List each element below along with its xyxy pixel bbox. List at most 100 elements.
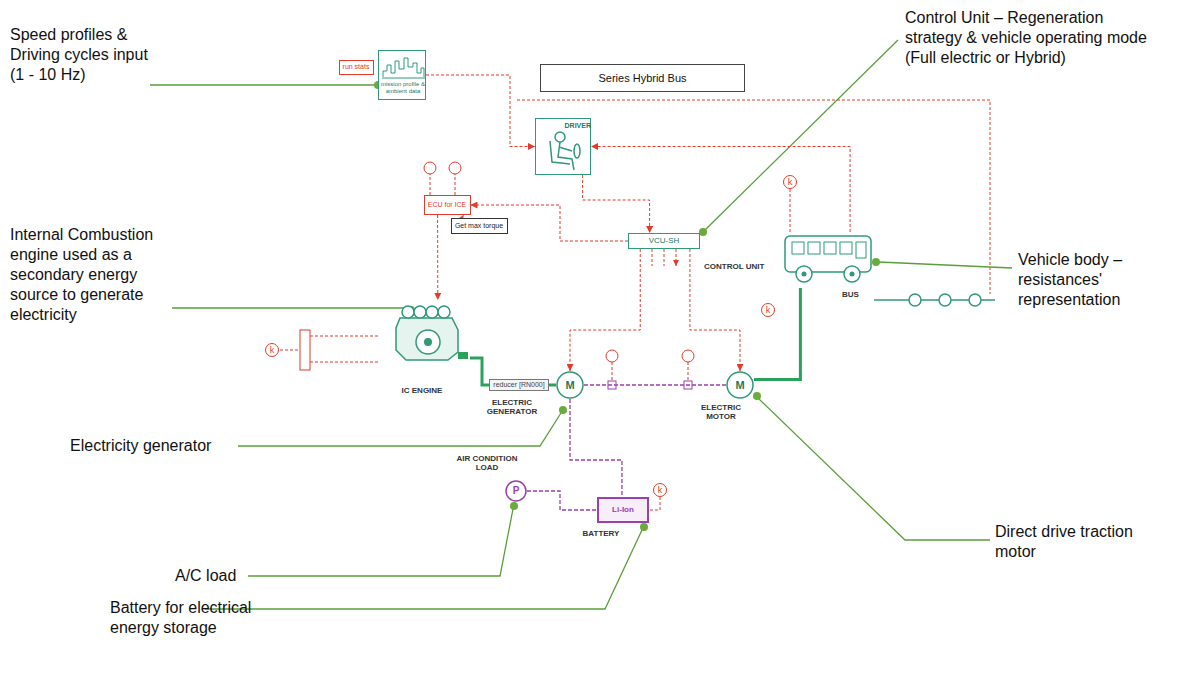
sensor-symbol xyxy=(300,162,694,370)
signal-wire xyxy=(652,249,676,266)
callout-leader xyxy=(150,84,375,85)
mech-connector xyxy=(549,384,556,387)
ic-engine-art xyxy=(438,306,450,318)
battery-box: Li-IonBATTERY xyxy=(597,497,649,523)
node-text: Get max torque xyxy=(455,222,503,230)
component-label: BUS xyxy=(842,290,872,299)
bus-body-art xyxy=(856,242,866,258)
ic-engine-art xyxy=(426,306,438,318)
ic-engine-art xyxy=(458,352,468,359)
node-text: Li-Ion xyxy=(612,505,634,514)
sensor-symbol xyxy=(449,162,461,174)
diagram-title: Series Hybrid Bus xyxy=(598,72,686,85)
ac-load-circle: PAIR CONDITION LOAD xyxy=(505,480,527,502)
bus-body-art xyxy=(796,266,812,282)
node-text: ECU for ICE xyxy=(428,201,467,209)
elec-connector xyxy=(584,384,726,385)
component-label: CONTROL UNIT xyxy=(704,262,776,271)
elec-connector xyxy=(527,491,597,510)
driver-box-art xyxy=(574,144,580,158)
ac-load-circle-art xyxy=(506,481,526,501)
title-box: Series Hybrid Bus xyxy=(540,64,745,92)
stats-box: run stats xyxy=(339,60,374,75)
driver-box-art xyxy=(550,141,574,170)
sig-connector xyxy=(426,75,535,147)
callout-dot xyxy=(699,228,707,236)
component-label: DRIVER xyxy=(561,122,591,130)
bus-body-art xyxy=(792,242,804,254)
callout-text: Control Unit – Regeneration strategy & v… xyxy=(905,8,1150,68)
node-text: P xyxy=(513,485,520,497)
vehicle-sensor-chain xyxy=(909,294,921,306)
signal-wire xyxy=(790,189,791,232)
callout-dot xyxy=(753,392,761,400)
callout-text: Speed profiles & Driving cycles input (1… xyxy=(10,25,150,85)
node-text: M xyxy=(735,379,744,392)
sig-connector xyxy=(591,147,850,233)
ecu-box: ECU for ICE xyxy=(424,195,471,215)
callout-text: A/C load xyxy=(175,566,255,586)
generator-circle: MELECTRIC GENERATOR xyxy=(556,371,584,399)
callout-text: Internal Combustion engine used as a sec… xyxy=(10,225,165,325)
sensor-symbol xyxy=(682,350,694,362)
vehicle-sensor-chain xyxy=(969,294,981,306)
callout-text: Direct drive traction motor xyxy=(995,522,1165,562)
bus-body-art xyxy=(844,266,860,282)
generator-circle-art xyxy=(557,372,583,398)
callout-text: Vehicle body – resistances' representati… xyxy=(1018,250,1168,310)
gain-symbol: k xyxy=(761,303,775,317)
callout-dot xyxy=(510,502,518,510)
callout-leader xyxy=(205,530,642,609)
vcu-box: VCU-SHCONTROL UNIT xyxy=(628,233,700,249)
mission-profile-box-art xyxy=(382,78,425,79)
bus-body: BUS xyxy=(782,232,874,288)
callout-leader xyxy=(238,413,561,446)
signal-wire xyxy=(430,174,431,195)
ic-engine-art xyxy=(402,306,414,318)
node-text: VCU-SH xyxy=(649,236,680,245)
node-text: run stats xyxy=(343,63,370,71)
signal-wire xyxy=(517,100,990,294)
bus-body-art xyxy=(840,242,852,254)
sensor-symbol xyxy=(606,350,618,362)
component-label: ELECTRIC MOTOR xyxy=(696,403,746,421)
sensor-symbol xyxy=(300,330,310,370)
mech-connector xyxy=(470,358,489,385)
callout-dot xyxy=(640,523,648,531)
node-text: M xyxy=(565,379,574,392)
ic-engine-art xyxy=(416,330,440,354)
callout-leader xyxy=(248,509,513,576)
signal-wire xyxy=(280,100,990,510)
sig-connector xyxy=(437,215,438,300)
signal-wire xyxy=(455,174,456,195)
sensor-symbol xyxy=(424,162,436,174)
component-label: AIR CONDITION LOAD xyxy=(447,454,527,472)
ic-engine: IC ENGINE xyxy=(378,300,470,370)
ic-engine-art xyxy=(424,338,432,346)
sig-connector xyxy=(583,175,650,233)
vehicle-sensor-chain xyxy=(939,294,951,306)
gain-symbol: k xyxy=(265,343,279,357)
component-label: IC ENGINE xyxy=(392,386,452,395)
signal-wire xyxy=(280,350,300,351)
max-torque-box: Get max torque xyxy=(451,218,508,234)
callout-leader xyxy=(172,307,408,308)
ic-engine-art xyxy=(396,318,458,360)
mission-profile-box: mission profile & ambient data xyxy=(378,50,426,100)
component-label: BATTERY xyxy=(577,529,625,538)
bus-body-art xyxy=(824,242,836,254)
bus-body-art xyxy=(808,242,820,254)
node-text: reducer [RN000] xyxy=(493,381,544,389)
mission-profile-box-art xyxy=(383,58,424,77)
driver-box: DRIVER xyxy=(535,118,591,175)
motor-circle: MELECTRIC MOTOR xyxy=(726,371,754,399)
component-label: mission profile & ambient data xyxy=(380,81,426,95)
callout-leader xyxy=(759,399,990,540)
ic-engine-art xyxy=(414,306,426,318)
bus-body-art xyxy=(850,272,855,277)
vehicle-sensor-chain xyxy=(874,294,995,306)
callout-leader xyxy=(879,262,1012,268)
callout-dot xyxy=(374,81,880,531)
signal-wire xyxy=(310,336,378,362)
